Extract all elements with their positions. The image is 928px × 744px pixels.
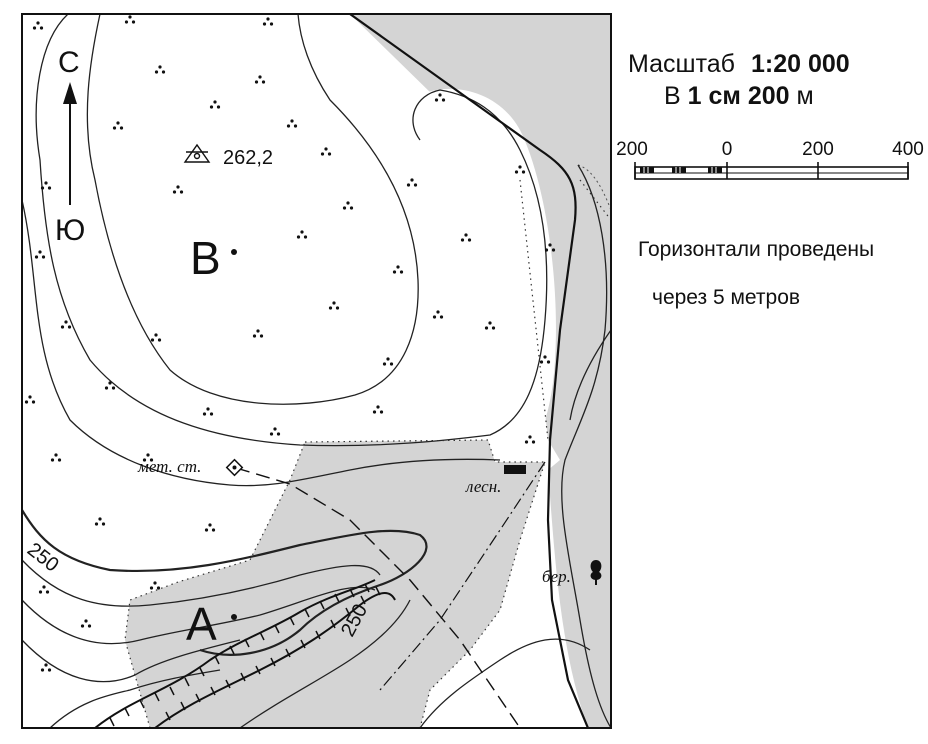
birch-label: бер. xyxy=(542,567,571,586)
contour-note-line1: Горизонтали проведены xyxy=(638,238,875,261)
road-dashed xyxy=(235,467,521,728)
path-dashdot xyxy=(379,461,546,691)
contour-3 xyxy=(22,199,501,487)
map-frame xyxy=(21,13,612,729)
birch-tree-icon xyxy=(590,560,602,585)
forest-area-south xyxy=(125,440,545,728)
scale-tick-label-200: 200 xyxy=(802,139,834,160)
scale-prefix: В xyxy=(664,82,681,110)
contour-inner-1 xyxy=(22,559,381,607)
contour-250 xyxy=(22,509,428,656)
scale-tick-label-400: 400 xyxy=(892,139,924,160)
forest-area-east xyxy=(350,14,611,728)
contour-250-label-west: 250 xyxy=(23,539,63,577)
contour-east-a xyxy=(561,164,611,728)
contour-inner-2 xyxy=(22,586,376,645)
road-main xyxy=(349,14,590,728)
contour-inner-4 xyxy=(49,669,221,728)
clearing xyxy=(410,88,556,446)
ravine-edge-1 xyxy=(94,579,376,728)
scale-cm: 1 см xyxy=(687,82,741,110)
weather-station-label: мет. ст. xyxy=(137,457,201,476)
point-a-label: А xyxy=(186,598,217,650)
ravine-ticks-2 xyxy=(165,586,381,721)
contour-south xyxy=(239,599,411,728)
scale-ratio: 1:20 000 xyxy=(750,50,850,78)
elevation-label: 262,2 xyxy=(223,147,273,169)
north-arrow-icon xyxy=(63,82,77,205)
contour-summit xyxy=(86,14,419,405)
weather-station-icon xyxy=(225,458,244,477)
scale-title: Масштаб 1:20 000 xyxy=(628,50,850,79)
scale-tick-label-0: 0 xyxy=(722,139,733,160)
scale-description: В 1 см 200 м xyxy=(664,82,814,111)
forester-house-label: лесн. xyxy=(465,477,501,496)
point-b-marker xyxy=(231,249,237,255)
scale-word: Масштаб xyxy=(628,50,735,78)
scale-value: 200 xyxy=(747,82,790,110)
scale-unit: м xyxy=(796,82,814,110)
forester-house-icon xyxy=(504,465,526,474)
ravine-ticks-1 xyxy=(109,583,370,727)
scale-tick-label-200-left: 200 xyxy=(616,139,648,160)
north-label: С xyxy=(58,46,80,79)
contour-note-line2: через 5 метров xyxy=(652,286,801,309)
south-label: Ю xyxy=(55,214,85,247)
scale-bar: 200 0 200 400 xyxy=(616,139,924,180)
contour-southeast xyxy=(419,638,591,728)
point-b-label: В xyxy=(190,232,221,284)
triangulation-point-icon xyxy=(183,143,211,163)
point-a-marker xyxy=(231,614,237,620)
contour-east-b xyxy=(569,329,611,421)
